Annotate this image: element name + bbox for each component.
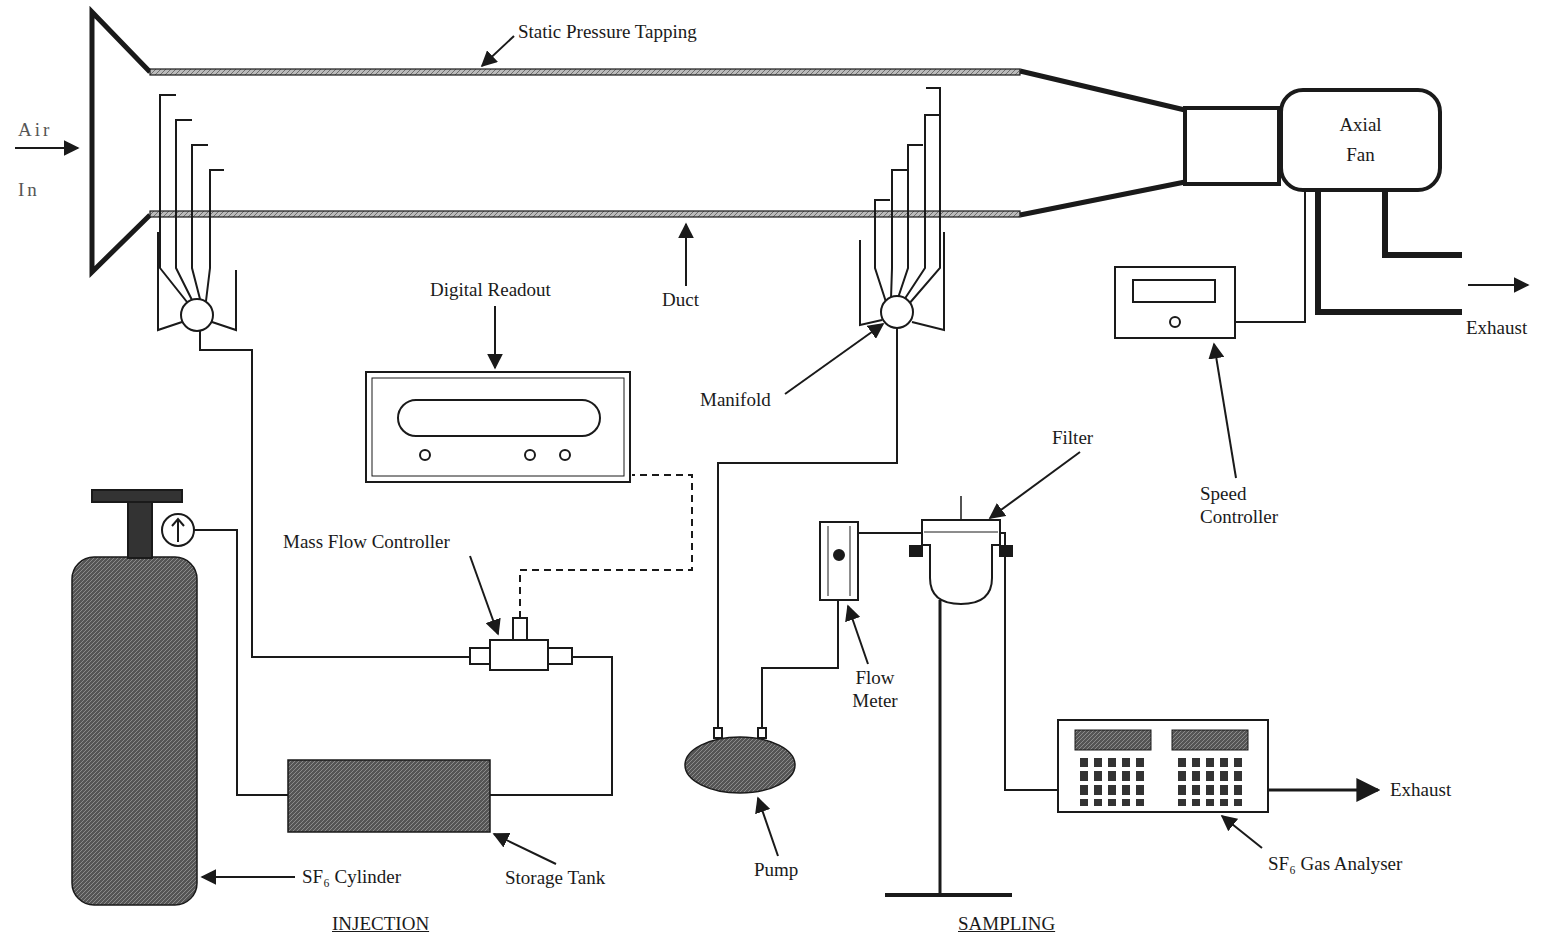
part-label: Mass Flow Controller xyxy=(283,530,450,553)
section-heading: SAMPLING xyxy=(958,912,1055,935)
part-label: Pump xyxy=(754,858,798,881)
part-label: SF₆ Gas Analyser xyxy=(1268,852,1402,875)
part-label: Air In xyxy=(18,100,62,220)
section-heading: INJECTION xyxy=(332,912,429,935)
part-label: Exhaust xyxy=(1390,778,1451,801)
part-label: Filter xyxy=(1052,426,1093,449)
part-label: Flow Meter xyxy=(845,666,905,712)
fan-box: Axial Fan xyxy=(1279,88,1442,192)
part-label: Storage Tank xyxy=(505,866,605,889)
part-label: Static Pressure Tapping xyxy=(518,20,697,43)
node-text: Axial Fan xyxy=(1326,110,1396,170)
part-label: Exhaust xyxy=(1466,316,1527,339)
part-label: Speed Controller xyxy=(1200,482,1300,528)
part-label: Duct xyxy=(662,288,699,311)
part-label: Digital Readout xyxy=(430,278,551,301)
part-label: Manifold xyxy=(700,388,771,411)
part-label: SF₆ Cylinder xyxy=(302,865,401,888)
